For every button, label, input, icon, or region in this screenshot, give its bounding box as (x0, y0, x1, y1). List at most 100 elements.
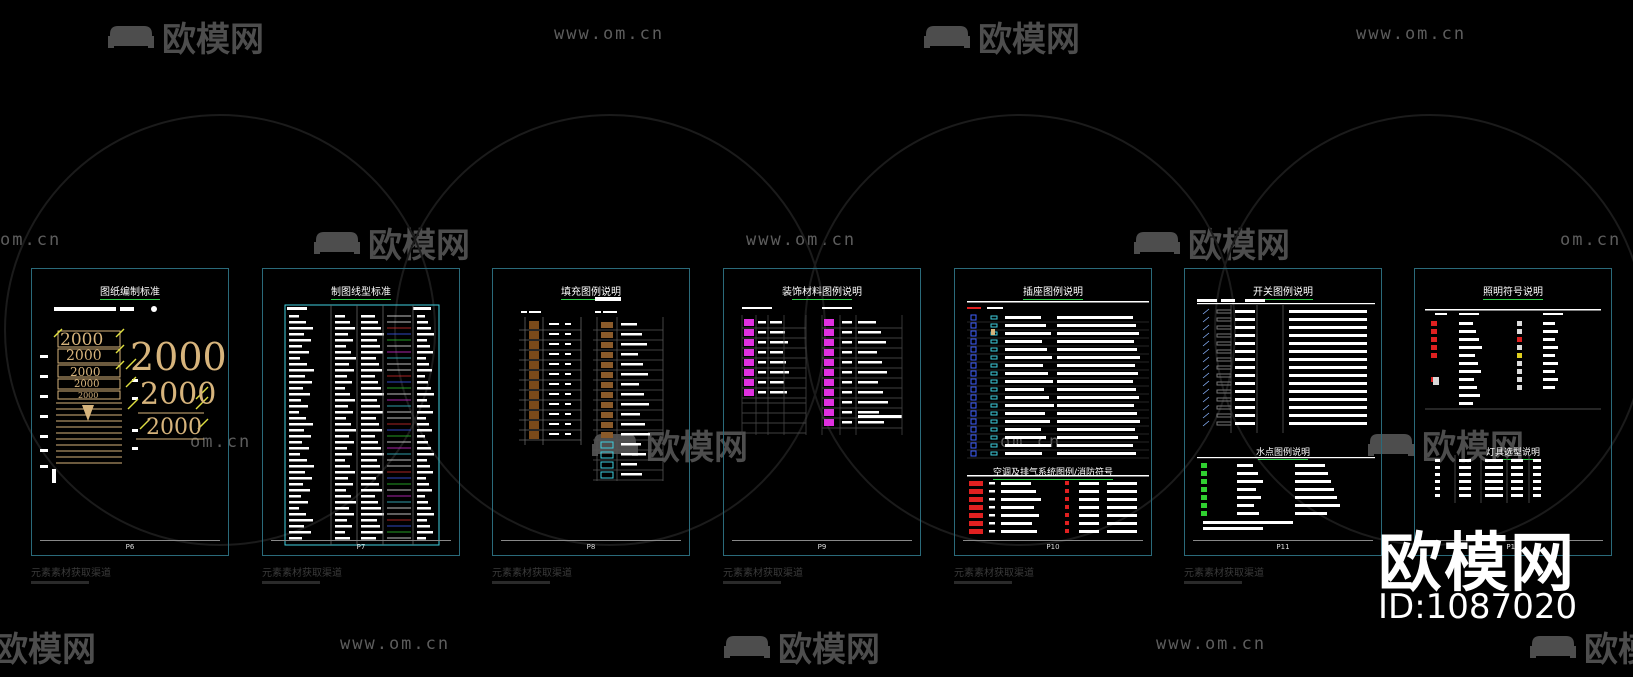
drawing-mark (1289, 398, 1367, 401)
drawing-mark (565, 353, 571, 355)
drawing-mark (1289, 350, 1367, 353)
sofa-icon (924, 25, 970, 48)
drawing-mark (417, 429, 432, 432)
drawing-mark (361, 345, 380, 348)
drawing-mark (858, 401, 888, 404)
drawing-mark (1235, 326, 1255, 329)
drawing-mark (1216, 397, 1232, 402)
drawing-mark (361, 525, 380, 528)
drawing-mark (1005, 348, 1047, 351)
drawing-mark (1459, 394, 1480, 397)
drawing-mark (621, 403, 649, 406)
sheet-p6[interactable]: 图纸编制标准 P6 2000 2000 2000 2000 2000 2000 … (31, 268, 229, 556)
drawing-mark (289, 471, 305, 474)
drawing-mark (969, 505, 983, 510)
drawing-mark (335, 435, 349, 438)
drawing-mark (990, 363, 998, 368)
sheet-p7[interactable]: 制图线型标准 P7 (262, 268, 460, 556)
drawing-mark (1235, 422, 1255, 425)
drawing-mark (1079, 522, 1099, 525)
drawing-mark (970, 426, 977, 433)
drawing-mark (361, 429, 382, 432)
sheet-drawing (284, 304, 440, 546)
sheet-page-number: P9 (817, 543, 827, 551)
drawing-mark (967, 307, 981, 309)
drawing-mark (1216, 349, 1232, 354)
drawing-mark (361, 435, 375, 438)
drawing-mark (289, 447, 309, 450)
sheet-p8[interactable]: 填充图例说明 P8 (492, 268, 690, 556)
drawing-mark (289, 315, 299, 318)
drawing-mark (335, 345, 346, 348)
sheet-p9[interactable]: 装饰材料图例说明 P9 (723, 268, 921, 556)
drawing-mark (417, 441, 428, 444)
drawing-mark (1201, 471, 1207, 476)
drawing-mark (1517, 369, 1522, 374)
drawing-mark (1201, 495, 1207, 500)
drawing-mark (1235, 358, 1255, 361)
drawing-mark (770, 331, 785, 334)
drawing-mark (335, 417, 346, 420)
drawing-mark (1065, 529, 1069, 533)
drawing-mark (990, 395, 998, 400)
sheet-subtitle: 空调及排气系统图例/消防符号 (992, 468, 1114, 480)
drawing-mark (417, 339, 427, 342)
drawing-mark (969, 497, 983, 502)
drawing-mark (1511, 473, 1523, 476)
drawing-mark (1459, 354, 1475, 357)
sheet-caption: 元素素材获取渠道 (492, 564, 572, 584)
drawing-mark (600, 471, 614, 479)
drawing-mark (990, 419, 998, 424)
drawing-mark (1289, 422, 1367, 425)
drawing-mark (967, 475, 1149, 477)
drawing-mark (417, 537, 426, 540)
drawing-mark (842, 361, 852, 364)
drawing-mark (417, 381, 428, 384)
drawing-mark (1005, 372, 1048, 375)
drawing-mark (1107, 506, 1137, 509)
drawing-line (1202, 420, 1210, 427)
drawing-mark (1459, 330, 1476, 333)
drawing-mark (1235, 382, 1255, 385)
drawing-mark (417, 477, 426, 480)
drawing-mark (989, 530, 995, 533)
drawing-mark (1203, 527, 1263, 530)
drawing-mark (565, 383, 571, 385)
drawing-mark (549, 353, 559, 355)
drawing-mark (989, 506, 995, 509)
drawing-mark (1459, 466, 1471, 469)
drawing-mark (417, 435, 425, 438)
drawing-mark (1001, 498, 1041, 501)
sheet-page-number: P7 (356, 543, 366, 551)
drawing-mark (361, 453, 384, 456)
sheet-p11[interactable]: 开关图例说明 水点图例说明 P11 (1184, 268, 1382, 556)
drawing-mark (361, 387, 381, 390)
drawing-mark (1517, 345, 1522, 350)
drawing-mark (335, 483, 353, 486)
drawing-mark (1289, 310, 1367, 313)
drawing-mark (289, 465, 314, 468)
drawing-mark (1005, 388, 1044, 391)
drawing-mark (565, 393, 571, 395)
sheet-p12[interactable]: 照明符号说明 灯具选型说明 P12 (1414, 268, 1612, 556)
sheet-p10[interactable]: 插座图例说明 空调及排气系统图例/消防符号 P10 (954, 268, 1152, 556)
drawing-mark (990, 443, 998, 448)
drawing-mark (549, 403, 559, 405)
drawing-mark (1005, 340, 1042, 343)
drawing-mark (1485, 466, 1503, 469)
drawing-mark (1533, 459, 1541, 462)
drawing-mark (549, 333, 559, 335)
drawing-mark (842, 391, 852, 394)
drawing-mark (335, 339, 353, 342)
drawing-mark (1005, 412, 1045, 415)
drawing-mark (1435, 459, 1440, 462)
drawing-mark (1543, 354, 1555, 357)
drawing-mark (970, 434, 977, 441)
drawing-mark (335, 375, 347, 378)
drawing-mark (842, 421, 852, 424)
drawing-mark (1433, 377, 1439, 385)
drawing-mark (1237, 512, 1259, 515)
drawing-mark (842, 341, 852, 344)
drawing-mark (289, 411, 299, 414)
drawing-line (1202, 364, 1210, 371)
